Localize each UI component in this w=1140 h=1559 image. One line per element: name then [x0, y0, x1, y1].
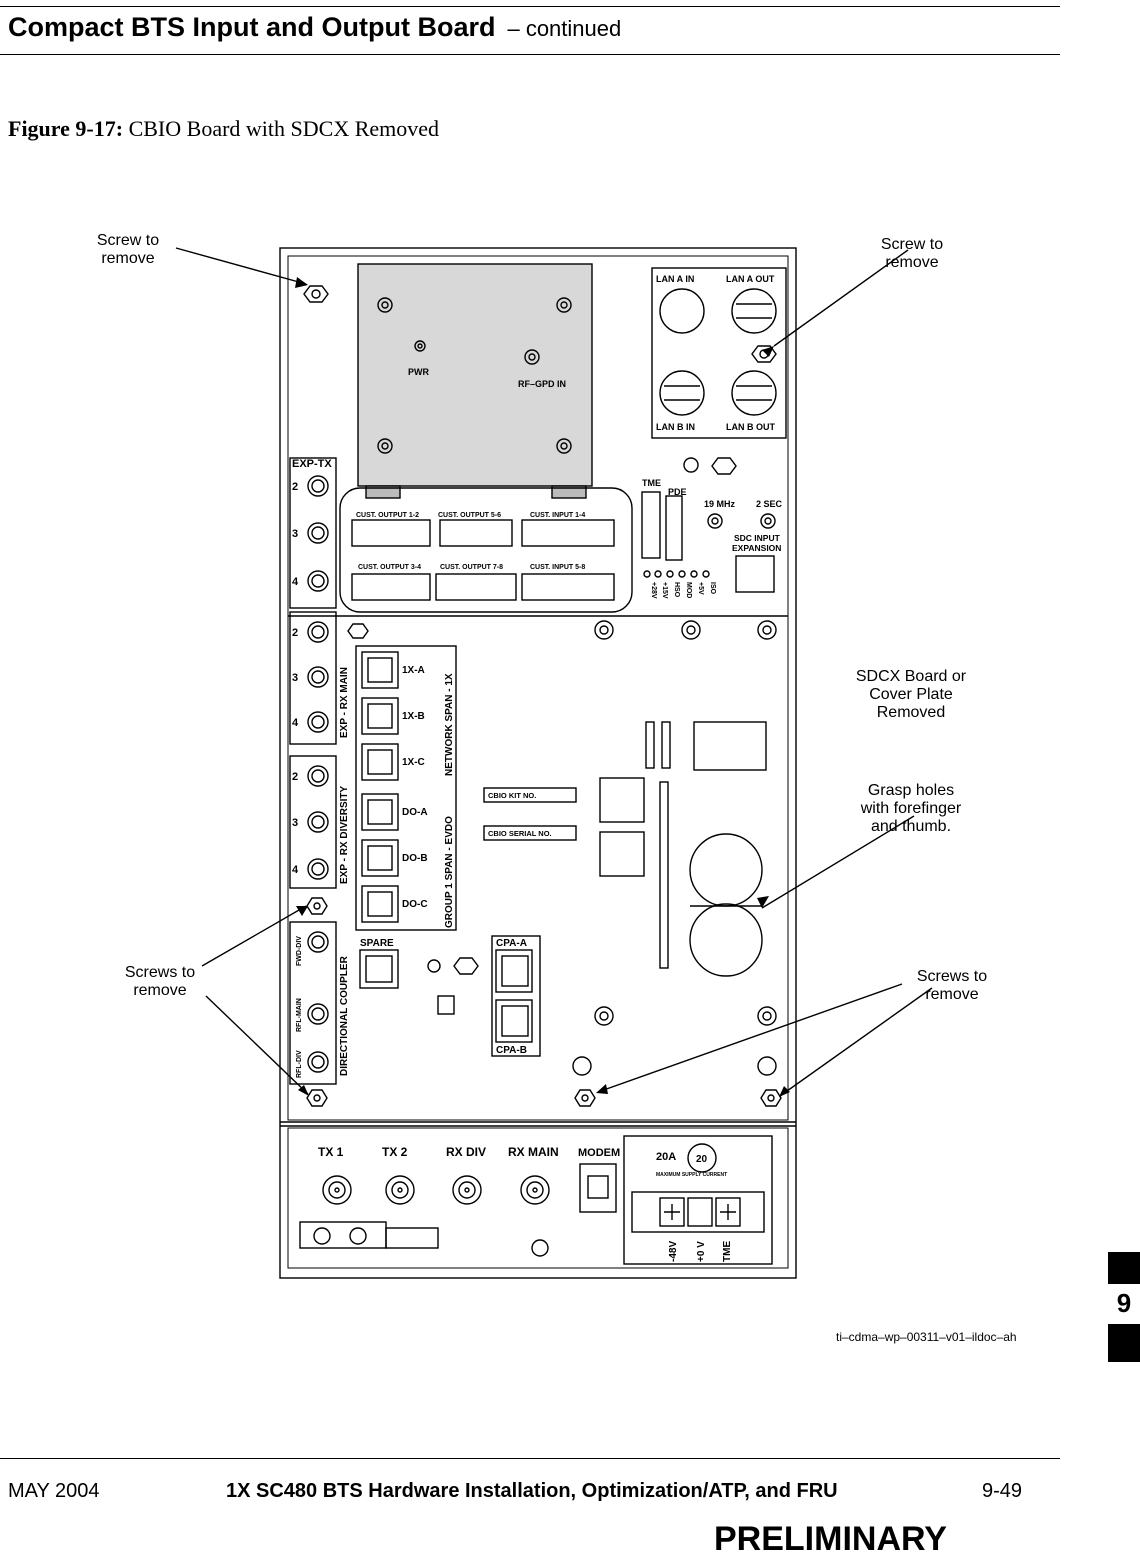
digit-label: 4 — [292, 717, 299, 729]
footer-rule — [0, 1458, 1060, 1459]
figure-caption-label: Figure 9-17: — [8, 116, 124, 141]
figure-caption-text: CBIO Board with SDCX Removed — [128, 116, 440, 141]
callout-screws-left: Screws to remove — [124, 964, 196, 999]
page-header-title: Compact BTS Input and Output Board – cont… — [8, 12, 621, 43]
label-fuse-20: 20 — [696, 1154, 708, 1165]
port-label: DO-A — [402, 807, 428, 818]
label-expansion: EXPANSION — [732, 543, 781, 553]
callout-screws-right: Screws to remove — [916, 968, 988, 1003]
label-cust-out-12: CUST. OUTPUT 1-2 — [356, 512, 419, 519]
label-cbio-kit: CBIO KIT NO. — [488, 791, 536, 800]
port-label: DO-B — [402, 853, 428, 864]
label-max-supply: MAXIMUM SUPPLY CURRENT — [656, 1172, 727, 1178]
port-label: 1X-B — [402, 711, 425, 722]
label-lan-a-out: LAN A OUT — [726, 274, 775, 284]
led-label: MOD — [685, 582, 692, 598]
led-label: HSO — [673, 582, 680, 598]
label-lan-b-in: LAN B IN — [656, 422, 695, 432]
label-cust-out-78: CUST. OUTPUT 7-8 — [440, 564, 503, 571]
label-tme-bottom: TME — [722, 1241, 733, 1262]
label-rfl-div: RFL-DIV — [296, 1050, 303, 1078]
callout-grasp-holes: Grasp holes with forefinger and thumb. — [860, 782, 962, 835]
label-rx-div: RX DIV — [446, 1145, 486, 1159]
label-exp-tx: EXP-TX — [292, 458, 332, 470]
digit-label: 2 — [292, 627, 298, 639]
led-label: +15V — [661, 582, 668, 599]
led-label: +5V — [697, 582, 704, 595]
header-continued: – continued — [507, 16, 622, 41]
callout-screw-top-left: Screw to remove — [96, 232, 160, 267]
label-rfl-main: RFL-MAIN — [296, 998, 303, 1032]
label-spare: SPARE — [360, 938, 394, 949]
label-cbio-serial: CBIO SERIAL NO. — [488, 829, 552, 838]
callout-sdcx-removed: SDCX Board or Cover Plate Removed — [855, 668, 967, 721]
label-exp-rx-div: EXP - RX DIVERSITY — [339, 785, 350, 884]
digit-label: 2 — [292, 771, 298, 783]
label-pwr: PWR — [408, 367, 429, 377]
exp-tx-block — [289, 457, 337, 609]
port-label: 1X-C — [402, 757, 425, 768]
label-20a: 20A — [656, 1151, 676, 1163]
label-rf-gpd-in: RF–GPD IN — [518, 379, 566, 389]
label-cpa-b: CPA-B — [496, 1045, 527, 1056]
label-exp-rx-main: EXP - RX MAIN — [339, 667, 350, 738]
label-sdc-input: SDC INPUT — [734, 533, 781, 543]
label-tx1: TX 1 — [318, 1145, 344, 1159]
cust-io-area — [339, 487, 633, 613]
callout-screw-top-right: Screw to remove — [880, 236, 944, 271]
chassis-outline — [279, 247, 797, 1279]
port-label: DO-C — [402, 899, 428, 910]
figure-id: ti–cdma–wp–00311–v01–ildoc–ah — [836, 1330, 1017, 1344]
side-tab-bottom — [1108, 1324, 1140, 1362]
header-rule-top — [0, 6, 1060, 7]
led-label: ISO — [709, 582, 716, 595]
lan-panel — [651, 267, 787, 439]
label-group-span: GROUP 1 SPAN - EVDO — [444, 816, 455, 928]
label-zero-v: +0 V — [696, 1241, 707, 1262]
lower-panel — [287, 1127, 789, 1269]
label-cpa-a: CPA-A — [496, 938, 527, 949]
preliminary-stamp: PRELIMINARY — [714, 1520, 947, 1558]
label-rx-main: RX MAIN — [508, 1145, 559, 1159]
digit-label: 4 — [292, 864, 299, 876]
label-lan-a-in: LAN A IN — [656, 274, 694, 284]
side-tab-top — [1108, 1252, 1140, 1284]
port-label: 1X-A — [402, 665, 425, 676]
label-cust-in-58: CUST. INPUT 5-8 — [530, 564, 585, 571]
upper-panel — [287, 255, 789, 1121]
digit-label: 3 — [292, 528, 298, 540]
label-pde: PDE — [668, 487, 687, 497]
label-19mhz: 19 MHz — [704, 499, 736, 509]
digit-label: 3 — [292, 672, 298, 684]
led-label: +28V — [650, 582, 657, 599]
header-rule-bottom — [0, 54, 1060, 55]
label-dir-coupler: DIRECTIONAL COUPLER — [339, 955, 350, 1076]
digit-label: 4 — [292, 576, 299, 588]
figure-caption: Figure 9-17: CBIO Board with SDCX Remove… — [8, 116, 439, 142]
label-network-span: NETWORK SPAN - 1X — [444, 673, 455, 776]
label-cust-out-56: CUST. OUTPUT 5-6 — [438, 512, 501, 519]
label-tme: TME — [642, 478, 661, 488]
footer-page-number: 9-49 — [982, 1480, 1023, 1502]
label-cust-out-34: CUST. OUTPUT 3-4 — [358, 564, 421, 571]
digit-label: 2 — [292, 481, 298, 493]
side-tab-chapter: 9 — [1116, 1288, 1132, 1318]
label-neg48v: -48V — [668, 1241, 679, 1262]
label-lan-b-out: LAN B OUT — [726, 422, 775, 432]
footer-date: MAY 2004 — [8, 1480, 100, 1502]
digit-label: 3 — [292, 817, 298, 829]
label-fwd-div: FWD-DIV — [296, 936, 303, 966]
label-cust-in-14: CUST. INPUT 1-4 — [530, 512, 585, 519]
rf-gpd-module — [357, 263, 593, 487]
label-2sec: 2 SEC — [756, 499, 783, 509]
header-title-text: Compact BTS Input and Output Board — [8, 12, 496, 42]
footer-title: 1X SC480 BTS Hardware Installation, Opti… — [226, 1480, 838, 1502]
label-modem: MODEM — [578, 1147, 620, 1159]
label-tx2: TX 2 — [382, 1145, 408, 1159]
